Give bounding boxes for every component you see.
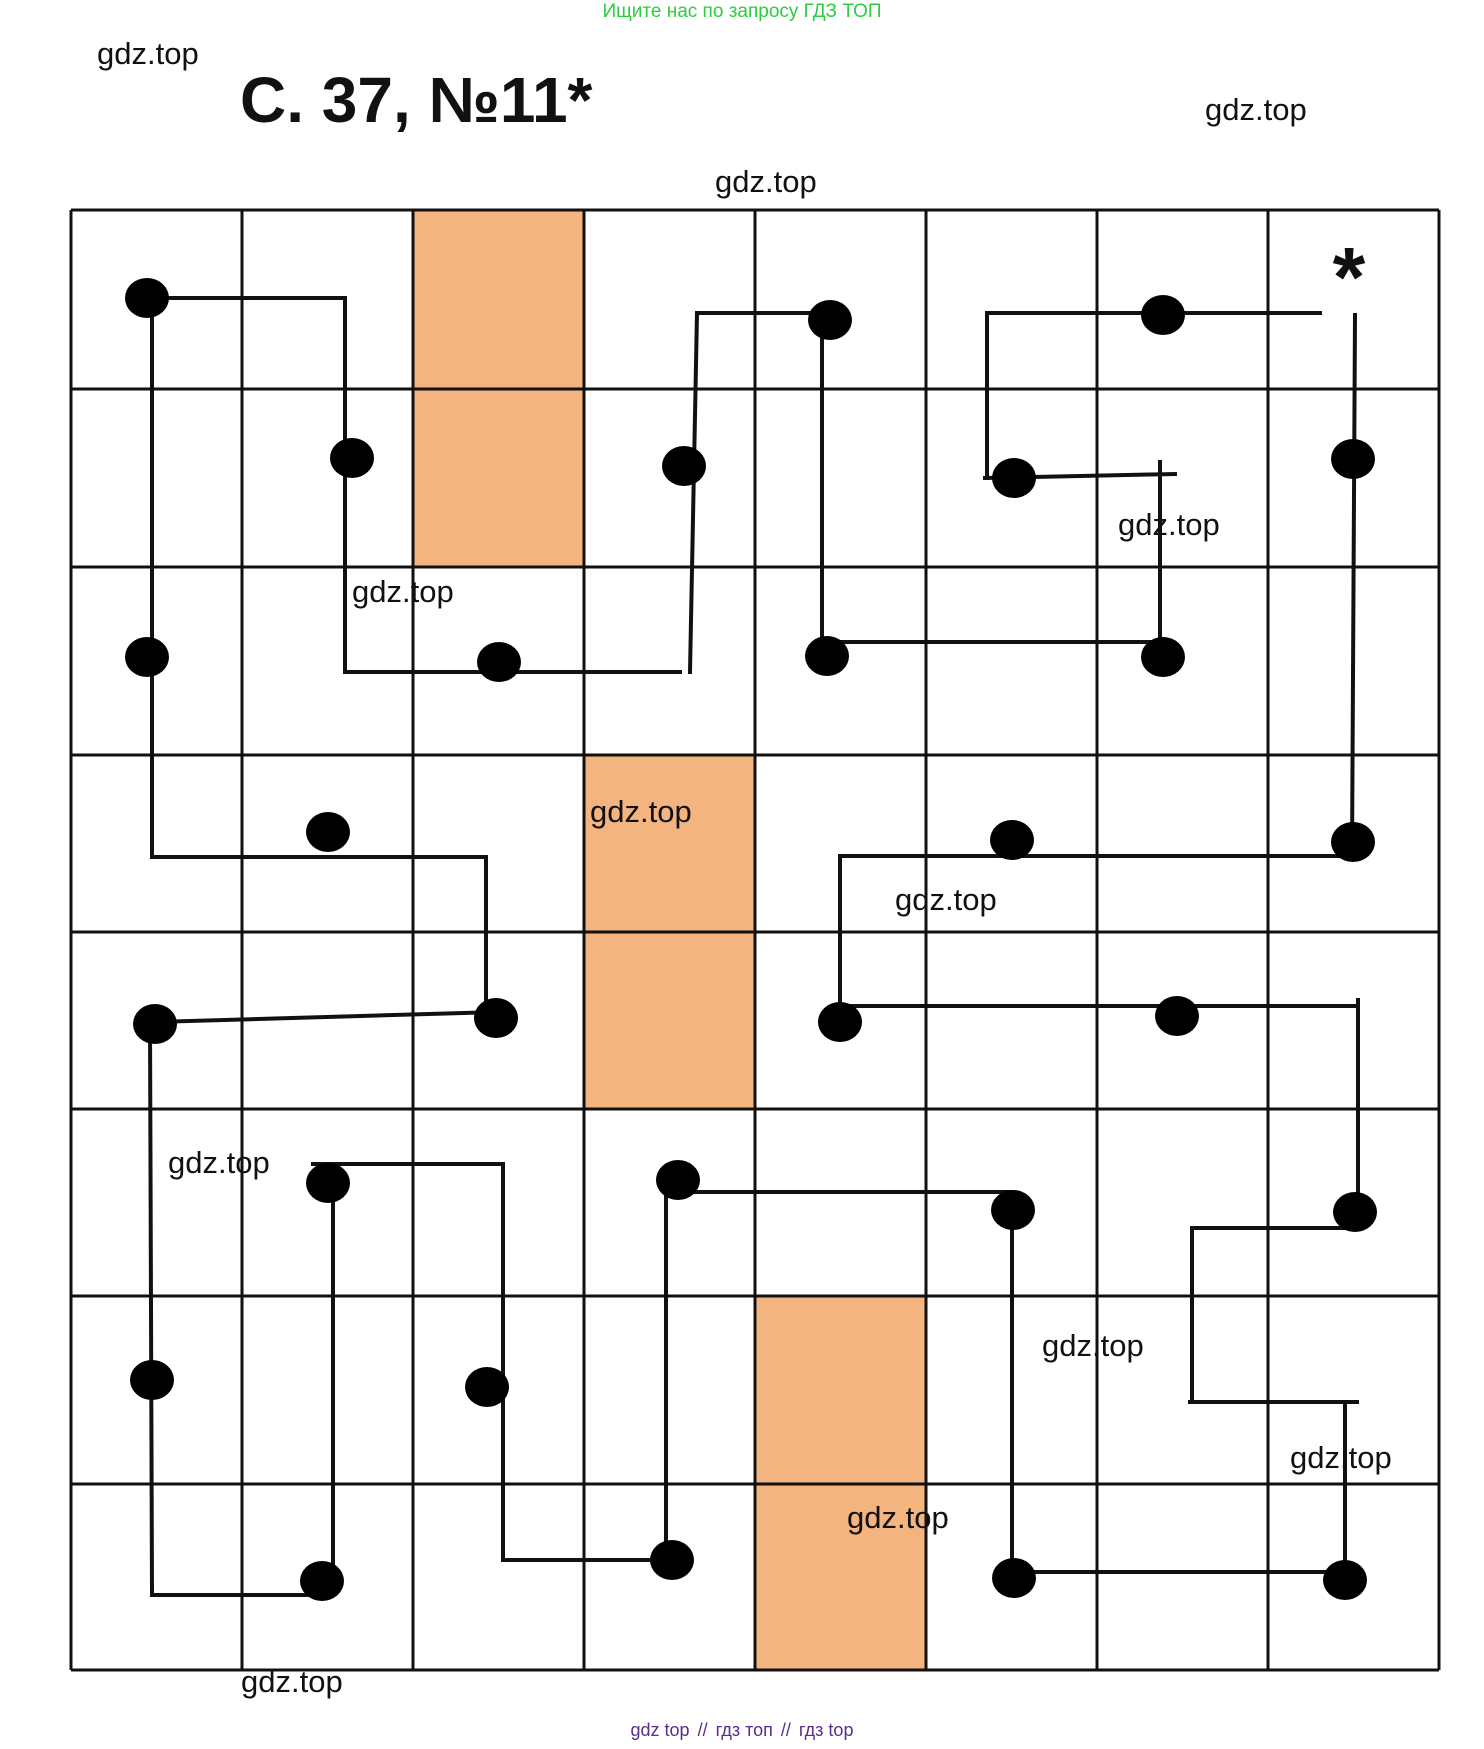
footer-link[interactable]: gdz top <box>630 1720 690 1740</box>
footer-links: gdz top // гдз топ // гдз top <box>0 1718 1484 1742</box>
footer-link[interactable]: гдз топ <box>715 1720 773 1740</box>
shaded-cell <box>413 389 584 567</box>
watermark: gdz.top <box>1205 92 1307 127</box>
shaded-cells <box>413 210 926 1670</box>
watermark: gdz.top <box>1290 1440 1392 1475</box>
watermark: gdz.top <box>97 36 199 71</box>
footer-separator: // <box>780 1720 791 1740</box>
path-dot <box>1141 295 1185 335</box>
path-dot <box>306 812 350 852</box>
watermark: gdz.top <box>715 164 817 199</box>
path-line <box>152 1009 499 1025</box>
watermark: gdz.top <box>1118 507 1220 542</box>
path-dot <box>125 637 169 677</box>
path-dot <box>125 278 169 318</box>
watermark: gdz.top <box>1042 1328 1144 1363</box>
path-dot <box>991 1190 1035 1230</box>
path-dot <box>990 820 1034 860</box>
shaded-cell <box>755 1296 926 1484</box>
shaded-cell <box>584 932 755 1109</box>
path-dot <box>1155 996 1199 1036</box>
shaded-cell <box>755 1484 926 1670</box>
path-line <box>147 1019 322 1597</box>
path-line <box>687 311 1162 675</box>
path-dot <box>662 446 706 486</box>
path-dot <box>808 300 852 340</box>
grid-lines <box>69 208 1441 1672</box>
path-dot <box>477 642 521 682</box>
watermark: gdz.top <box>352 574 454 609</box>
path-dot <box>818 1002 862 1042</box>
shaded-cell <box>413 210 584 389</box>
watermark: gdz.top <box>895 882 997 917</box>
path-dot <box>130 1360 174 1400</box>
path-line <box>664 1178 678 1562</box>
path-line <box>1010 1400 1347 1574</box>
path-dot <box>474 998 518 1038</box>
search-banner[interactable]: Ищите нас по запросу ГДЗ ТОП <box>602 1 882 22</box>
path-line <box>150 296 488 1012</box>
path-dot <box>306 1163 350 1203</box>
path-dot <box>133 1004 177 1044</box>
path-dot <box>1331 439 1375 479</box>
path-line <box>311 1162 674 1562</box>
path-dot <box>992 1558 1036 1598</box>
watermark: gdz.top <box>590 794 692 829</box>
watermark: gdz.top <box>168 1145 270 1180</box>
path-dot <box>1331 822 1375 862</box>
path-dot <box>1333 1192 1377 1232</box>
shaded-cell <box>584 755 755 932</box>
footer-link[interactable]: гдз top <box>798 1720 854 1740</box>
path-dot <box>650 1540 694 1580</box>
path-line <box>1190 998 1360 1404</box>
watermark: gdz.top <box>241 1664 343 1699</box>
path-dot <box>330 438 374 478</box>
path-line <box>838 312 1360 1008</box>
footer-separator: // <box>697 1720 708 1740</box>
start-marker: * <box>1333 230 1366 324</box>
dots <box>125 278 1377 1601</box>
path-dot <box>1141 637 1185 677</box>
path-lines <box>143 296 1360 1597</box>
path-dot <box>992 458 1036 498</box>
path-line <box>985 311 1322 480</box>
watermark: gdz.top <box>847 1500 949 1535</box>
path-dot <box>465 1367 509 1407</box>
path-dot <box>805 636 849 676</box>
path-dot <box>1323 1560 1367 1600</box>
page-title: С. 37, №11* <box>240 64 593 136</box>
path-dot <box>300 1561 344 1601</box>
path-dot <box>656 1160 700 1200</box>
